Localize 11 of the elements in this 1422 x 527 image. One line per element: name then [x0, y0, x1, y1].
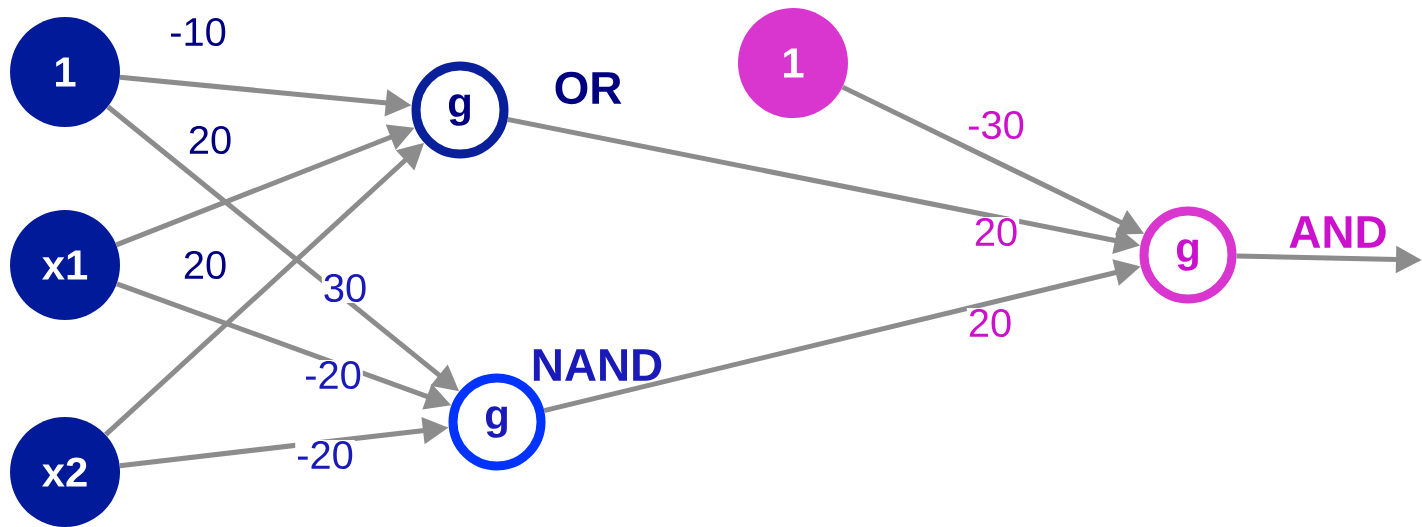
- weight-label: -10: [168, 16, 228, 48]
- weight-label: -20: [303, 359, 363, 391]
- weight-label: -20: [295, 439, 355, 471]
- gate-label: OR: [552, 70, 624, 106]
- weight-label: 20: [181, 249, 229, 281]
- weight-label: -30: [966, 109, 1026, 141]
- weight-label: 20: [966, 307, 1014, 339]
- weight-label: 20: [186, 124, 234, 156]
- weight-label: 20: [972, 216, 1020, 248]
- gate-label: AND: [1287, 215, 1389, 249]
- weight-label: 30: [321, 272, 369, 304]
